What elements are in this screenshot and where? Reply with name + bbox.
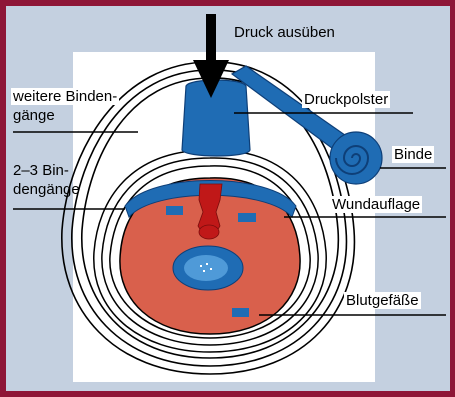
bandage-roll: [330, 132, 382, 184]
label-pressure: Druck ausüben: [234, 24, 335, 41]
label-more-turns-line1: weitere Binden-: [11, 88, 119, 105]
label-few-turns-line2: dengänge: [13, 181, 80, 198]
label-pad: Druckpolster: [302, 91, 390, 108]
wound-base: [199, 225, 219, 239]
vessel-right: [238, 213, 256, 222]
vessel-left: [166, 206, 183, 215]
label-vessels: Blutgefäße: [344, 292, 421, 309]
label-dressing: Wundauflage: [330, 196, 422, 213]
bone-core: [184, 255, 228, 281]
vessel-bottom: [232, 308, 249, 317]
label-bandage: Binde: [392, 146, 434, 163]
pressure-pad: [182, 80, 250, 156]
label-few-turns-line1: 2–3 Bin-: [13, 162, 69, 179]
label-more-turns-line2: gänge: [13, 107, 55, 124]
